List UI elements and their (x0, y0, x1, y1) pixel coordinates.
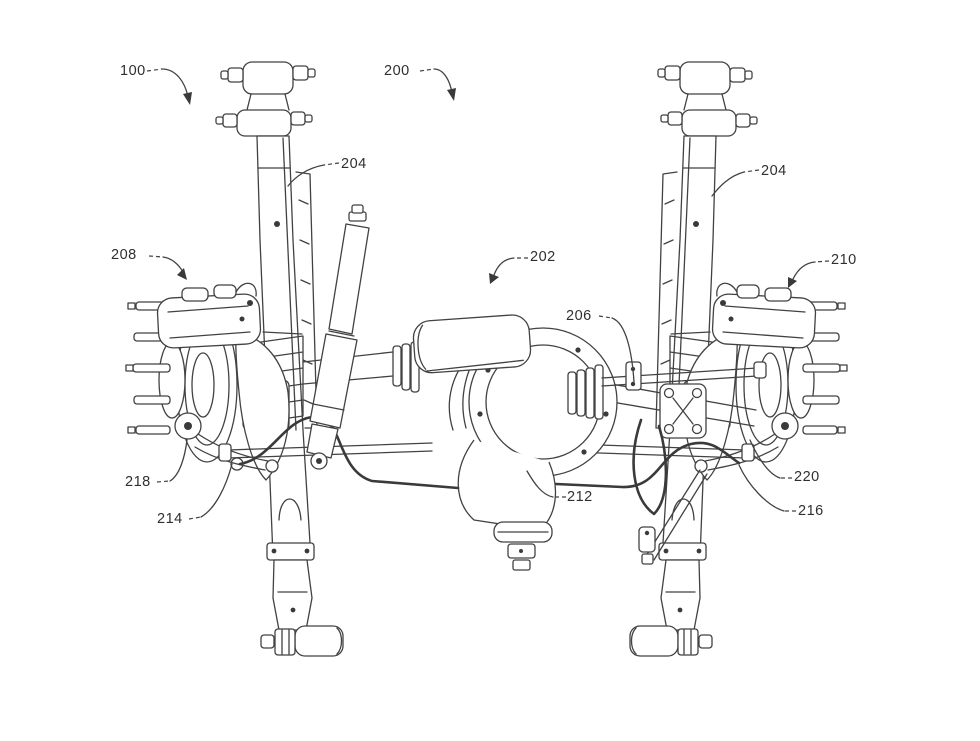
ref-label-208: 208 (111, 247, 137, 263)
ref-label-220: 220 (794, 469, 820, 485)
ref-label-212: 212 (567, 489, 593, 505)
center-axle-assembly (230, 204, 767, 571)
ref-label-216: 216 (798, 503, 824, 519)
ref-label-202: 202 (530, 249, 556, 265)
ref-label-214: 214 (157, 511, 183, 527)
ref-label-100: 100 (120, 63, 146, 79)
ref-label-204-right: 204 (761, 163, 787, 179)
ref-label-218: 218 (125, 474, 151, 490)
ref-label-204-left: 204 (341, 156, 367, 172)
side-assembly (125, 61, 433, 657)
ref-label-200: 200 (384, 63, 410, 79)
ref-label-210: 210 (831, 252, 857, 268)
leader-lines (146, 68, 830, 520)
ref-label-206: 206 (566, 308, 592, 324)
